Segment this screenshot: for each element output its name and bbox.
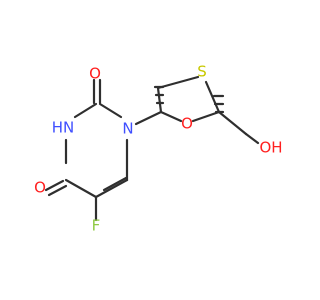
bond-n1-c-sugar <box>134 110 163 126</box>
bond-c4-c5 <box>64 178 98 199</box>
bond-ch2oh-oh <box>244 132 260 145</box>
hydroxyl-label: OH <box>259 139 282 157</box>
bond-o-c-sugar <box>159 110 183 123</box>
bond-c-sugar2-ch2oh <box>217 110 248 136</box>
oxygen-label-left: O <box>34 179 46 197</box>
bond-c4-o <box>44 179 65 192</box>
fluorine-label: F <box>92 217 101 235</box>
bond-c4-o-double <box>47 184 68 197</box>
structure-diagram: O N HN O F S O OH <box>34 63 282 235</box>
sulfur-label: S <box>197 63 207 81</box>
bond-c2-n3 <box>73 102 98 119</box>
hn-label: HN <box>52 119 75 137</box>
bond-ch2-s <box>156 75 200 90</box>
oxygen-label-ring: O <box>181 115 193 133</box>
bond-s-c-sugar2 <box>204 80 221 114</box>
bond-c-sugar-ch2 <box>156 86 163 114</box>
nitrogen-label: N <box>122 120 133 138</box>
bond-c5-c6-double <box>102 176 128 192</box>
bond-c-sugar2-o <box>191 110 221 123</box>
bond-c2-n1 <box>98 102 123 119</box>
molecule-canvas: O N HN O F S O OH <box>34 62 283 235</box>
bond-c5-c6 <box>94 178 129 199</box>
oxygen-label-top: O <box>89 65 101 83</box>
